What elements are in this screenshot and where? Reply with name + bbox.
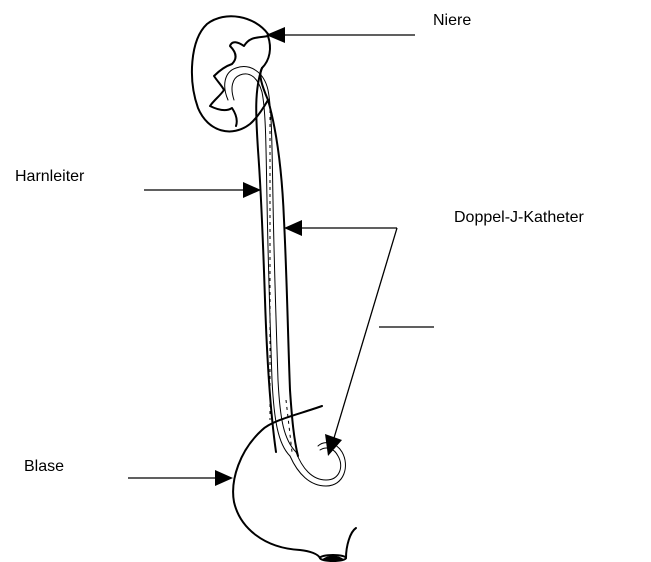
kidney-drawing bbox=[192, 16, 270, 131]
label-bladder: Blase bbox=[24, 458, 64, 475]
arrow-catheter bbox=[284, 220, 397, 456]
label-ureter: Harnleiter bbox=[15, 168, 85, 185]
arrow-ureter bbox=[144, 182, 261, 198]
bladder-drawing bbox=[233, 406, 356, 561]
label-catheter: Doppel-J-Katheter bbox=[454, 209, 585, 226]
label-kidney: Niere bbox=[433, 12, 471, 29]
arrow-kidney bbox=[266, 27, 415, 43]
ureter-drawing bbox=[256, 68, 298, 456]
arrow-bladder bbox=[128, 470, 233, 486]
